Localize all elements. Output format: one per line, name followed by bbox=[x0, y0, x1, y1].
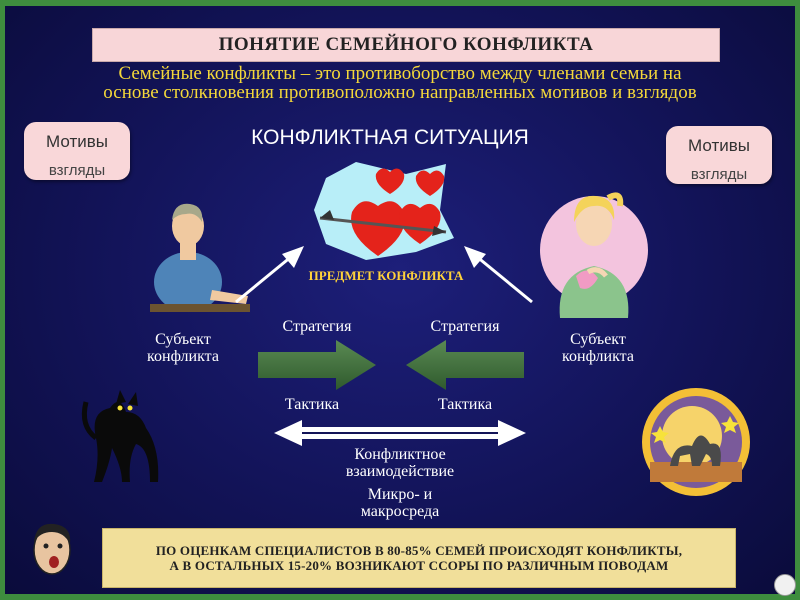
bubble-right-line-1: Мотивы bbox=[688, 136, 750, 155]
next-slide-button[interactable] bbox=[774, 574, 796, 596]
man-figure-icon bbox=[150, 203, 250, 312]
definition-line-1: Семейные конфликты – это противоборство … bbox=[118, 63, 682, 84]
environment-label: Микро- и макросреда bbox=[315, 486, 485, 520]
tactic-right-label: Тактика bbox=[437, 396, 493, 413]
frame-right bbox=[795, 0, 800, 600]
frame-bottom bbox=[0, 594, 800, 600]
footer-box: ПО ОЦЕНКАМ СПЕЦИАЛИСТОВ В 80-85% СЕМЕЙ П… bbox=[102, 528, 736, 588]
footer-line-1: ПО ОЦЕНКАМ СПЕЦИАЛИСТОВ В 80-85% СЕМЕЙ П… bbox=[155, 543, 683, 558]
frame-top bbox=[0, 0, 800, 6]
subject-right-label: Субъект конфликта bbox=[543, 331, 653, 365]
subject-right-line-2: конфликта bbox=[562, 348, 634, 365]
interaction-line-1: Конфликтное bbox=[354, 446, 446, 463]
strategy-left-label: Стратегия bbox=[282, 318, 352, 335]
definition: Семейные конфликты – это противоборство … bbox=[40, 64, 760, 102]
subject-left-line-2: конфликта bbox=[147, 348, 219, 365]
woman-figure-icon bbox=[540, 192, 648, 318]
bubble-left-line-1: Мотивы bbox=[46, 132, 108, 151]
interaction-label: Конфликтное взаимодействие bbox=[300, 446, 500, 480]
subject-left-line-1: Субъект bbox=[155, 331, 211, 348]
tactic-left-label: Тактика bbox=[284, 396, 340, 413]
strategy-arrow-right bbox=[258, 340, 376, 390]
bubble-right-line-2: взгляды bbox=[690, 166, 748, 183]
subject-left-label: Субъект конфликта bbox=[128, 331, 238, 365]
frame-left bbox=[0, 0, 5, 600]
interaction-line-2: взаимодействие bbox=[345, 463, 455, 480]
hearts-arrow-icon bbox=[314, 162, 454, 260]
bubble-left-line-2: взгляды bbox=[48, 162, 106, 179]
strategy-right-label: Стратегия bbox=[430, 318, 500, 335]
title-box: ПОНЯТИЕ СЕМЕЙНОГО КОНФЛИКТА bbox=[92, 28, 720, 62]
arrow-right-to-center bbox=[464, 246, 533, 304]
strategy-arrow-left bbox=[406, 340, 524, 390]
motives-bubble-left: Мотивы взгляды bbox=[24, 122, 130, 180]
slide-title: ПОНЯТИЕ СЕМЕЙНОГО КОНФЛИКТА bbox=[218, 34, 594, 55]
motives-bubble-right: Мотивы взгляды bbox=[666, 126, 772, 184]
cat-moon-icon bbox=[642, 388, 750, 496]
interaction-double-arrow bbox=[274, 420, 526, 446]
environment-line-2: макросреда bbox=[360, 503, 440, 520]
environment-line-1: Микро- и bbox=[367, 486, 433, 503]
arrow-left-to-center bbox=[235, 246, 304, 304]
face-icon bbox=[33, 523, 71, 575]
subject-of-conflict-label: ПРЕДМЕТ КОНФЛИКТА bbox=[308, 268, 464, 283]
black-cat-icon bbox=[81, 390, 159, 482]
situation-title: КОНФЛИКТНАЯ СИТУАЦИЯ bbox=[251, 126, 529, 149]
subject-right-line-1: Субъект bbox=[570, 331, 626, 348]
footer-line-2: А В ОСТАЛЬНЫХ 15-20% ВОЗНИКАЮТ ССОРЫ ПО … bbox=[169, 558, 669, 573]
definition-line-2: основе столкновения противоположно напра… bbox=[103, 82, 697, 103]
